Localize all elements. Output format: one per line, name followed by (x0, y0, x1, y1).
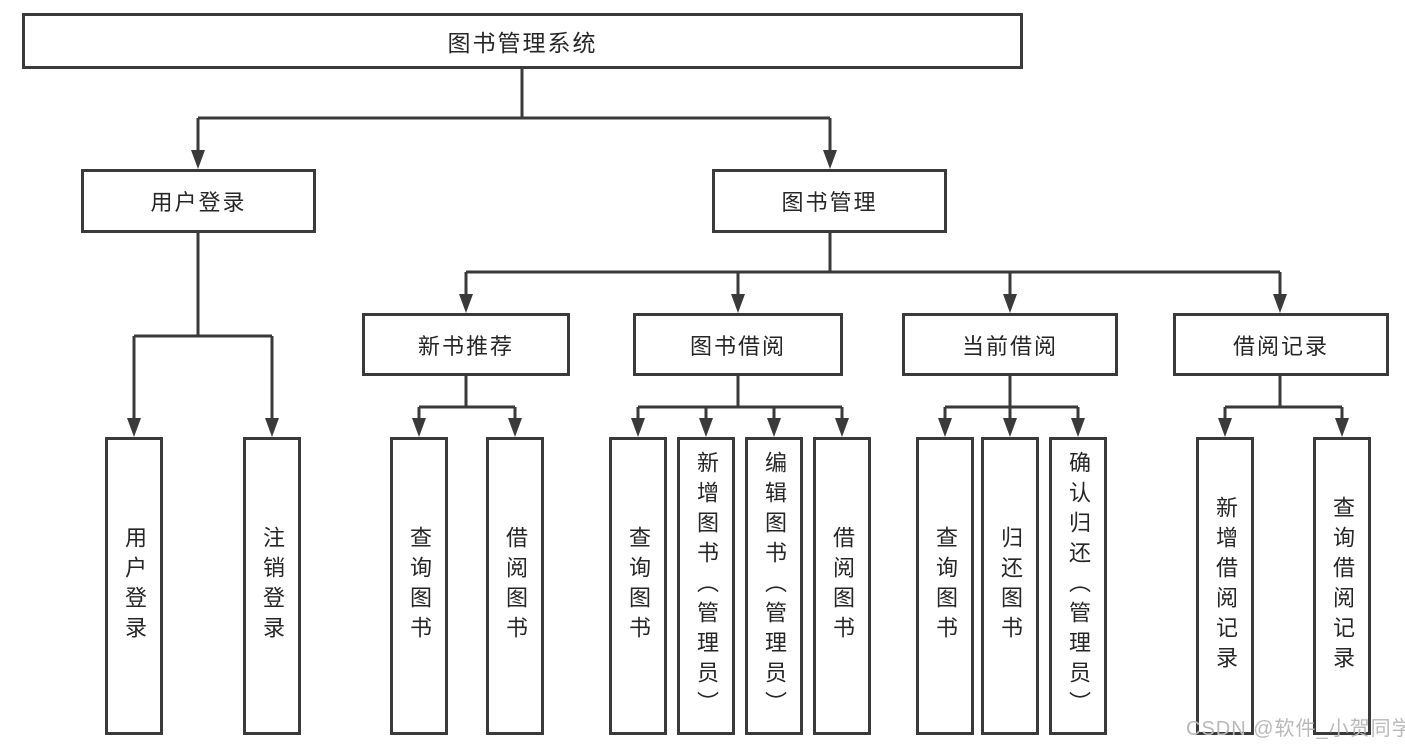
leaf-query-books-recommend: 查询图书 (390, 437, 448, 735)
node-book-borrowing: 图书借阅 (633, 313, 843, 376)
leaf-query-borrow-record: 查询借阅记录 (1313, 437, 1371, 735)
leaf-query-books-current: 查询图书 (916, 437, 974, 735)
leaf-return-books: 归还图书 (981, 437, 1039, 735)
leaf-confirm-return-admin: 确认归还（管理员） (1049, 437, 1107, 735)
node-new-book-recommendation: 新书推荐 (362, 313, 570, 376)
leaf-borrow-books: 借阅图书 (813, 437, 871, 735)
csdn-watermark: CSDN @软件_小贺同学 (1186, 718, 1405, 740)
node-library-management-system: 图书管理系统 (22, 13, 1023, 69)
leaf-query-books-borrowing: 查询图书 (609, 437, 667, 735)
node-borrowing-records: 借阅记录 (1173, 313, 1389, 376)
node-current-borrowing: 当前借阅 (902, 313, 1118, 376)
node-book-management: 图书管理 (712, 169, 947, 233)
leaf-borrow-books-recommend: 借阅图书 (486, 437, 544, 735)
leaf-edit-books-admin: 编辑图书（管理员） (745, 437, 803, 735)
leaf-add-borrow-record: 新增借阅记录 (1196, 437, 1254, 735)
leaf-user-login: 用户登录 (105, 437, 163, 735)
leaf-logout: 注销登录 (243, 437, 301, 735)
leaf-add-books-admin: 新增图书（管理员） (677, 437, 735, 735)
arrowheads (127, 150, 1349, 437)
node-user-login: 用户登录 (81, 169, 316, 233)
